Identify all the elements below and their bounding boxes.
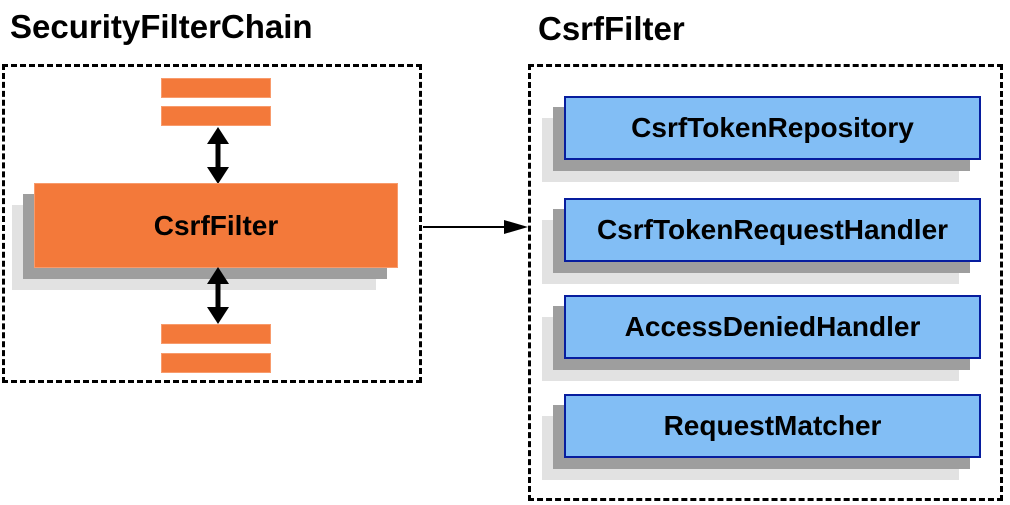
bidirectional-arrow-icon bbox=[207, 127, 229, 184]
flow-arrow-icon bbox=[423, 220, 528, 234]
filter-placeholder-bar-1 bbox=[161, 78, 271, 98]
filter-placeholder-bar-3 bbox=[161, 324, 271, 344]
csrf-filter-title: CsrfFilter bbox=[538, 10, 685, 47]
component-label: RequestMatcher bbox=[663, 410, 882, 441]
component-box-csrf-token-repository: CsrfTokenRepository bbox=[564, 96, 981, 160]
component-label: AccessDeniedHandler bbox=[624, 311, 921, 342]
bidirectional-arrow-icon bbox=[207, 267, 229, 324]
filter-placeholder-bar-4 bbox=[161, 353, 271, 373]
csrf-filter-box: CsrfFilter bbox=[34, 183, 398, 268]
filter-placeholder-bar-2 bbox=[161, 106, 271, 126]
component-box-csrf-token-request-handler: CsrfTokenRequestHandler bbox=[564, 198, 981, 262]
component-box-request-matcher: RequestMatcher bbox=[564, 394, 981, 458]
component-label: CsrfTokenRepository bbox=[631, 112, 914, 143]
csrf-filter-components-box: CsrfTokenRepository CsrfTokenRequestHand… bbox=[528, 64, 1003, 501]
component-box-access-denied-handler: AccessDeniedHandler bbox=[564, 295, 981, 359]
security-filter-chain-title: SecurityFilterChain bbox=[10, 8, 313, 45]
component-label: CsrfTokenRequestHandler bbox=[596, 214, 949, 245]
csrf-filter-label: CsrfFilter bbox=[153, 209, 279, 241]
security-filter-chain-box: CsrfFilter bbox=[2, 64, 422, 383]
